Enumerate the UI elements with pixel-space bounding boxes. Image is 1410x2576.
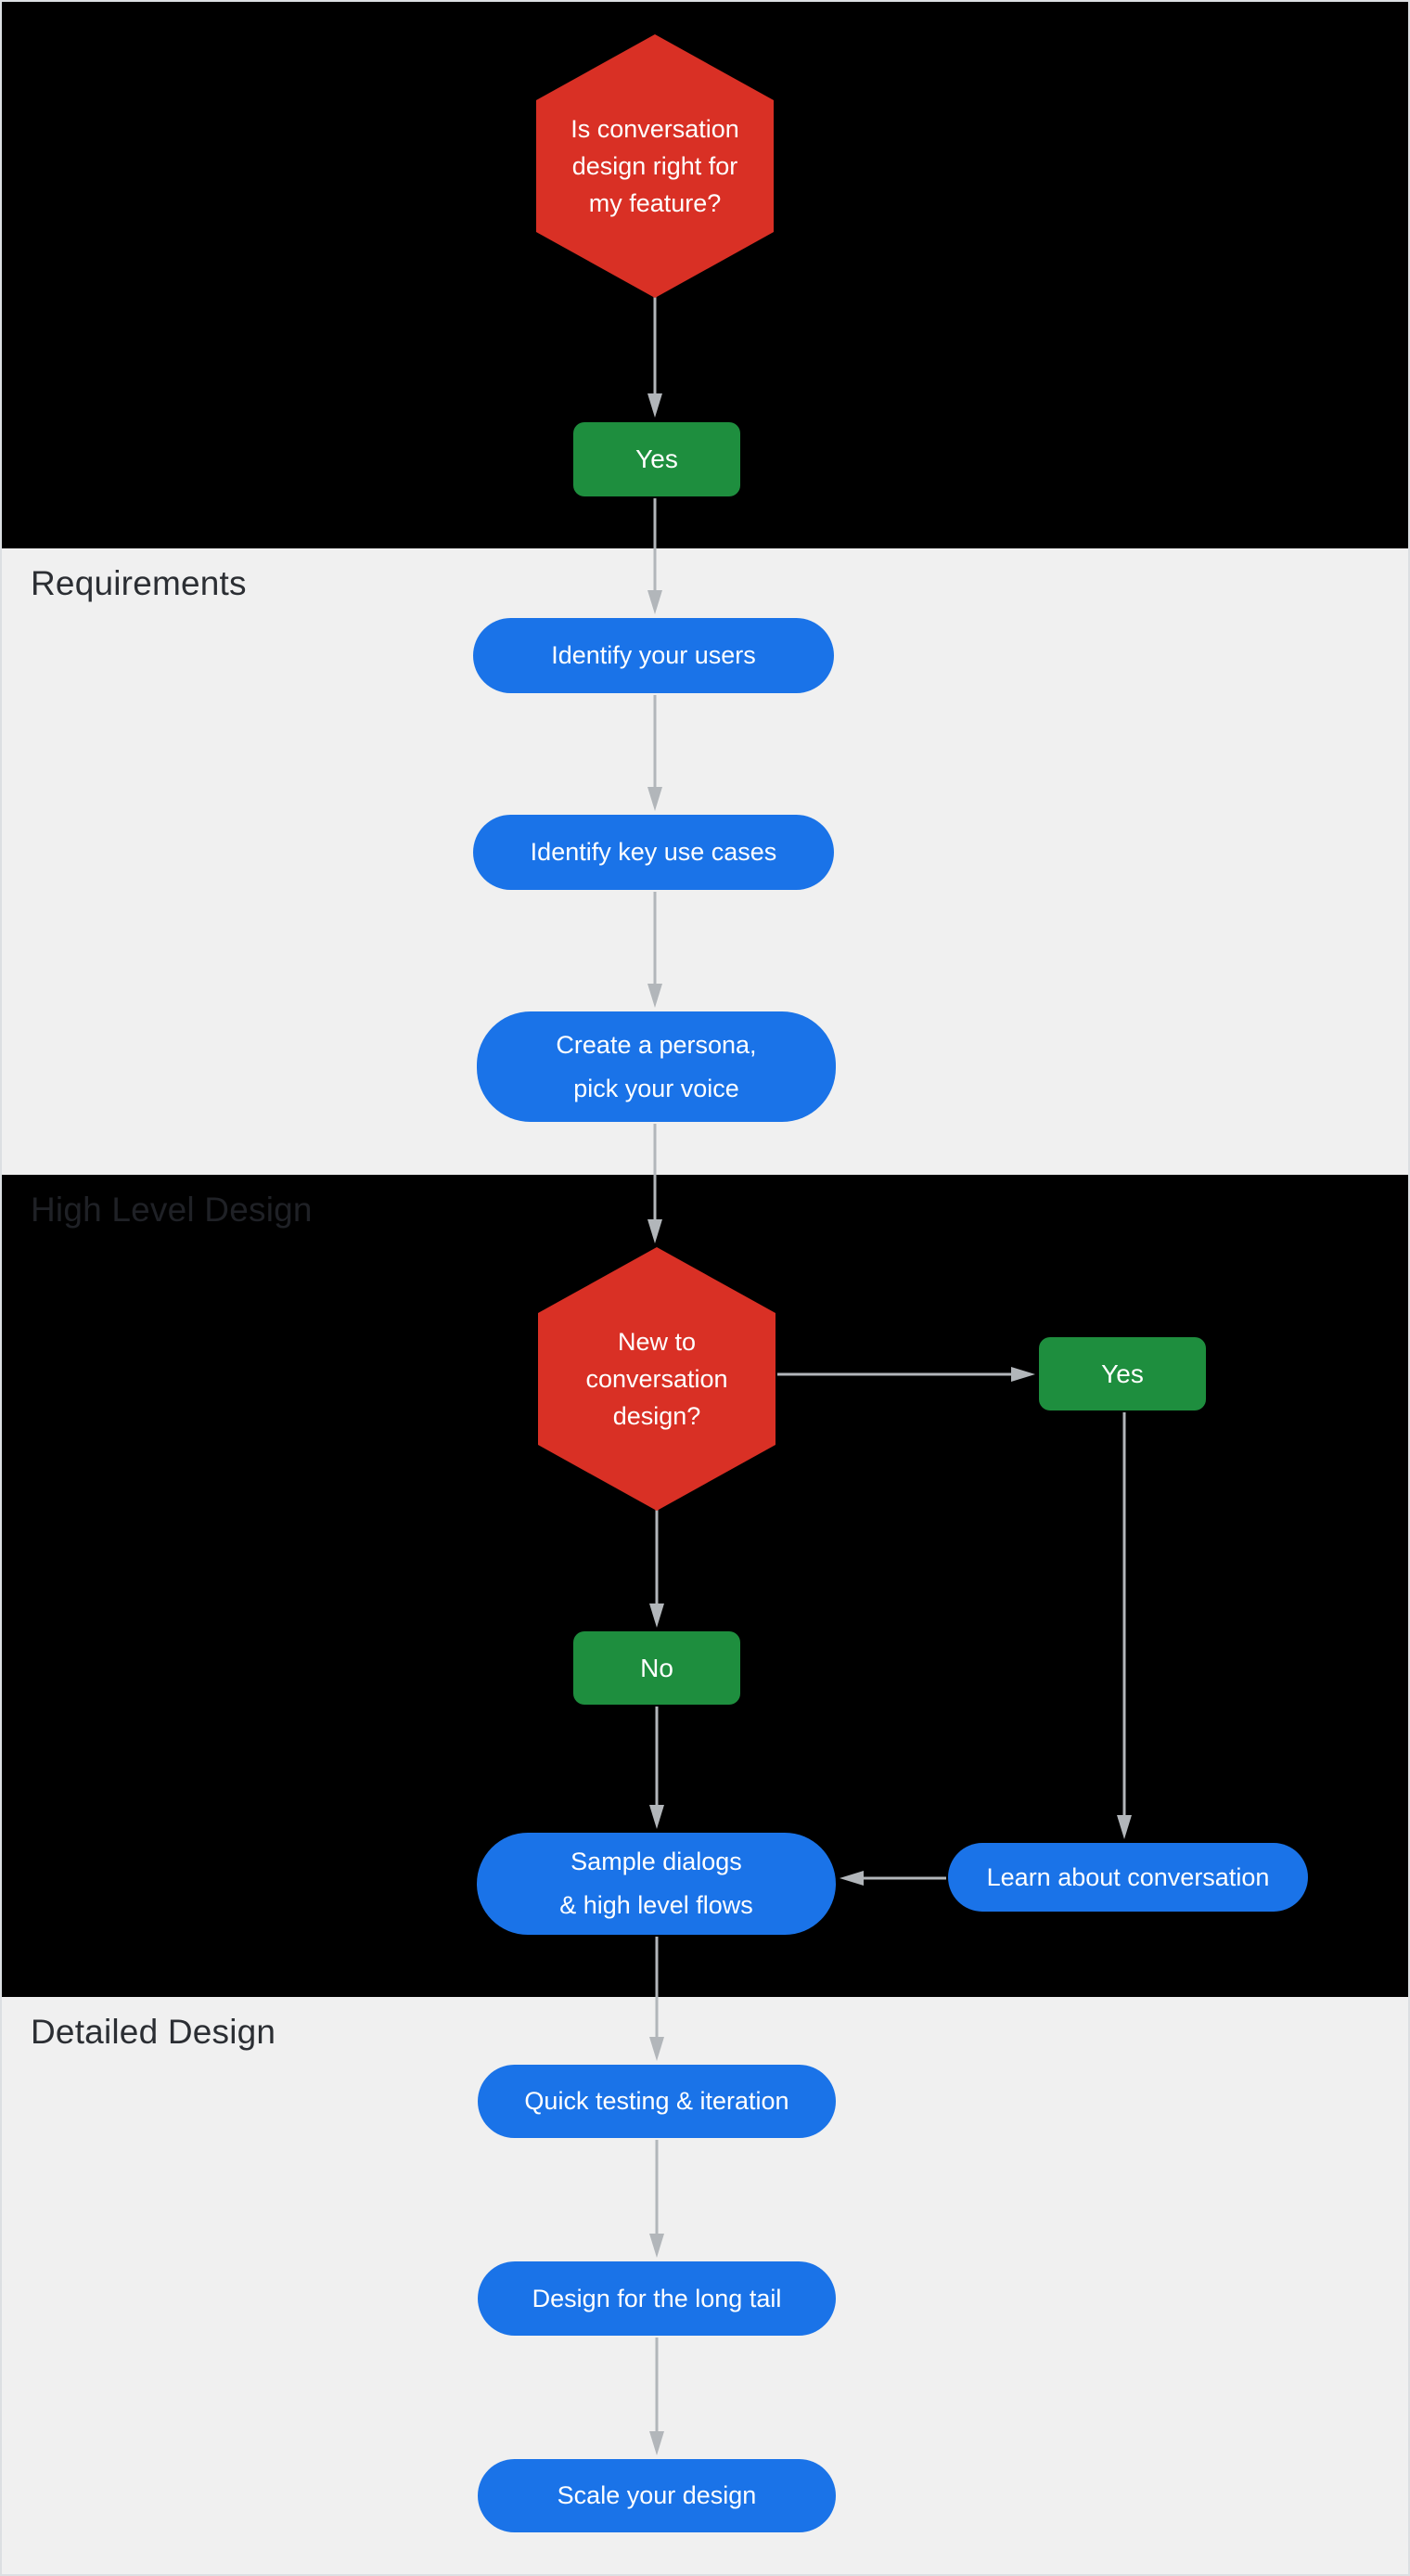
edge-identify-use-cases-to-create-persona	[647, 892, 662, 1008]
edge-no1-to-sample-dialogs	[649, 1707, 664, 1829]
answer-yes-2: Yes	[1039, 1337, 1206, 1410]
step-scale-your-design: Scale your design	[478, 2459, 836, 2532]
decision-new-to-conversation-design: New to conversation design?	[538, 1247, 776, 1511]
section-label-requirements: Requirements	[31, 564, 247, 602]
edge-yes1-to-identify-users	[647, 498, 662, 614]
step-learn-about-conversation: Learn about conversation	[948, 1843, 1308, 1912]
edge-learn-conversation-to-sample-dialogs	[840, 1871, 946, 1886]
edge-decision2-to-yes2	[777, 1367, 1035, 1382]
edge-sample-dialogs-to-quick-testing	[649, 1937, 664, 2061]
section-label-high-level-design: High Level Design	[31, 1191, 313, 1229]
step-sample-dialogs-high-level-flows: Sample dialogs & high level flows	[477, 1833, 836, 1935]
step-identify-key-use-cases: Identify key use cases	[473, 815, 834, 890]
edge-yes2-to-learn-conversation	[1117, 1412, 1132, 1839]
step-design-for-long-tail: Design for the long tail	[478, 2261, 836, 2336]
step-quick-testing-iteration: Quick testing & iteration	[478, 2065, 836, 2138]
edge-long-tail-to-scale-design	[649, 2338, 664, 2455]
step-identify-your-users: Identify your users	[473, 618, 834, 693]
edge-quick-testing-to-long-tail	[649, 2140, 664, 2258]
edge-create-persona-to-decision2	[647, 1124, 662, 1243]
answer-yes-1: Yes	[573, 422, 740, 496]
edge-decision2-to-no1	[649, 1508, 664, 1628]
edge-decision1-to-yes1	[647, 295, 662, 418]
answer-no: No	[573, 1631, 740, 1705]
section-label-detailed-design: Detailed Design	[31, 2013, 276, 2051]
edge-identify-users-to-identify-use-cases	[647, 695, 662, 811]
step-create-persona-pick-voice: Create a persona, pick your voice	[477, 1011, 836, 1122]
decision-is-conversation-design-right: Is conversation design right for my feat…	[536, 34, 774, 298]
